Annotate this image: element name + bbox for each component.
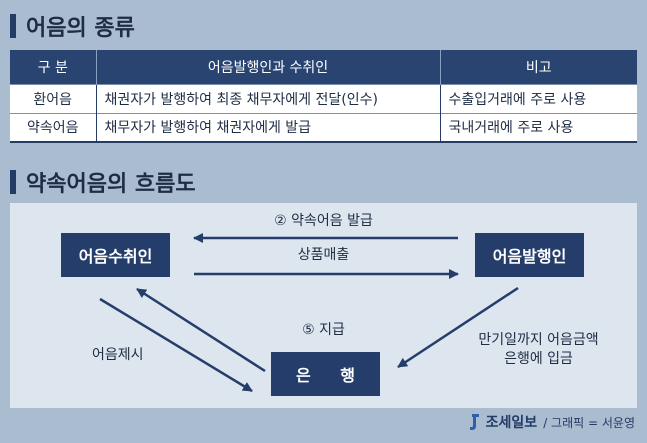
bill-types-table: 구 분 어음발행인과 수취인 비고 환어음 채권자가 발행하여 최종 채무자에게… bbox=[10, 50, 637, 143]
table-cell: 환어음 bbox=[10, 83, 96, 113]
footer: 조세일보 / 그래픽 = 서윤영 bbox=[468, 412, 635, 432]
label-sale: 상품매출 bbox=[297, 247, 350, 263]
table-cell: 수출입거래에 주로 사용 bbox=[439, 83, 637, 113]
publisher-logo-icon bbox=[469, 414, 479, 430]
node-issuer: 어음발행인 bbox=[475, 233, 584, 277]
section-title-text: 약속어음의 흐름도 bbox=[26, 172, 196, 197]
table-cell: 약속어음 bbox=[10, 112, 96, 143]
title-bar bbox=[10, 170, 16, 194]
publisher-logo: 조세일보 bbox=[468, 412, 538, 432]
column-header: 구 분 bbox=[10, 50, 96, 84]
section-title-text: 어음의 종류 bbox=[26, 16, 135, 41]
publisher-name: 조세일보 bbox=[485, 415, 538, 431]
column-header: 어음발행인과 수취인 bbox=[95, 50, 440, 84]
node-bank: 은 행 bbox=[271, 352, 380, 396]
section-title-types: 어음의 종류 bbox=[10, 10, 135, 42]
table-cell: 국내거래에 주로 사용 bbox=[439, 112, 637, 143]
node-receiver: 어음수취인 bbox=[61, 233, 170, 277]
arrow-pay bbox=[136, 287, 266, 373]
label-present: 어음제시 bbox=[92, 347, 144, 363]
label-deposit: 만기일까지 어음금액 은행에 입금 bbox=[451, 331, 626, 369]
label-deposit-line1: 만기일까지 어음금액 bbox=[478, 332, 599, 348]
table-cell: 채권자가 발행하여 최종 채무자에게 전달(인수) bbox=[95, 83, 440, 113]
flow-diagram: 어음수취인 어음발행인 은 행 ② 약속어음 발급 상품매출 어음제시 ⑤ 지급… bbox=[10, 203, 637, 408]
arrow-deposit bbox=[397, 286, 519, 369]
title-bar bbox=[10, 14, 16, 38]
table-header-row: 구 분 어음발행인과 수취인 비고 bbox=[10, 50, 637, 84]
table-cell: 채무자가 발행하여 채권자에게 발급 bbox=[95, 112, 440, 143]
table-row: 약속어음 채무자가 발행하여 채권자에게 발급 국내거래에 주로 사용 bbox=[10, 112, 637, 143]
label-pay: ⑤ 지급 bbox=[302, 322, 345, 338]
graphic-credit: / 그래픽 = 서윤영 bbox=[543, 415, 635, 430]
flow-arrows bbox=[99, 233, 519, 393]
column-header: 비고 bbox=[439, 50, 637, 84]
table-row: 환어음 채권자가 발행하여 최종 채무자에게 전달(인수) 수출입거래에 주로 … bbox=[10, 83, 637, 113]
section-title-flow: 약속어음의 흐름도 bbox=[10, 166, 196, 198]
label-deposit-line2: 은행에 입금 bbox=[504, 351, 573, 367]
label-issue: ② 약속어음 발급 bbox=[274, 213, 373, 229]
arrow-present bbox=[99, 297, 253, 393]
